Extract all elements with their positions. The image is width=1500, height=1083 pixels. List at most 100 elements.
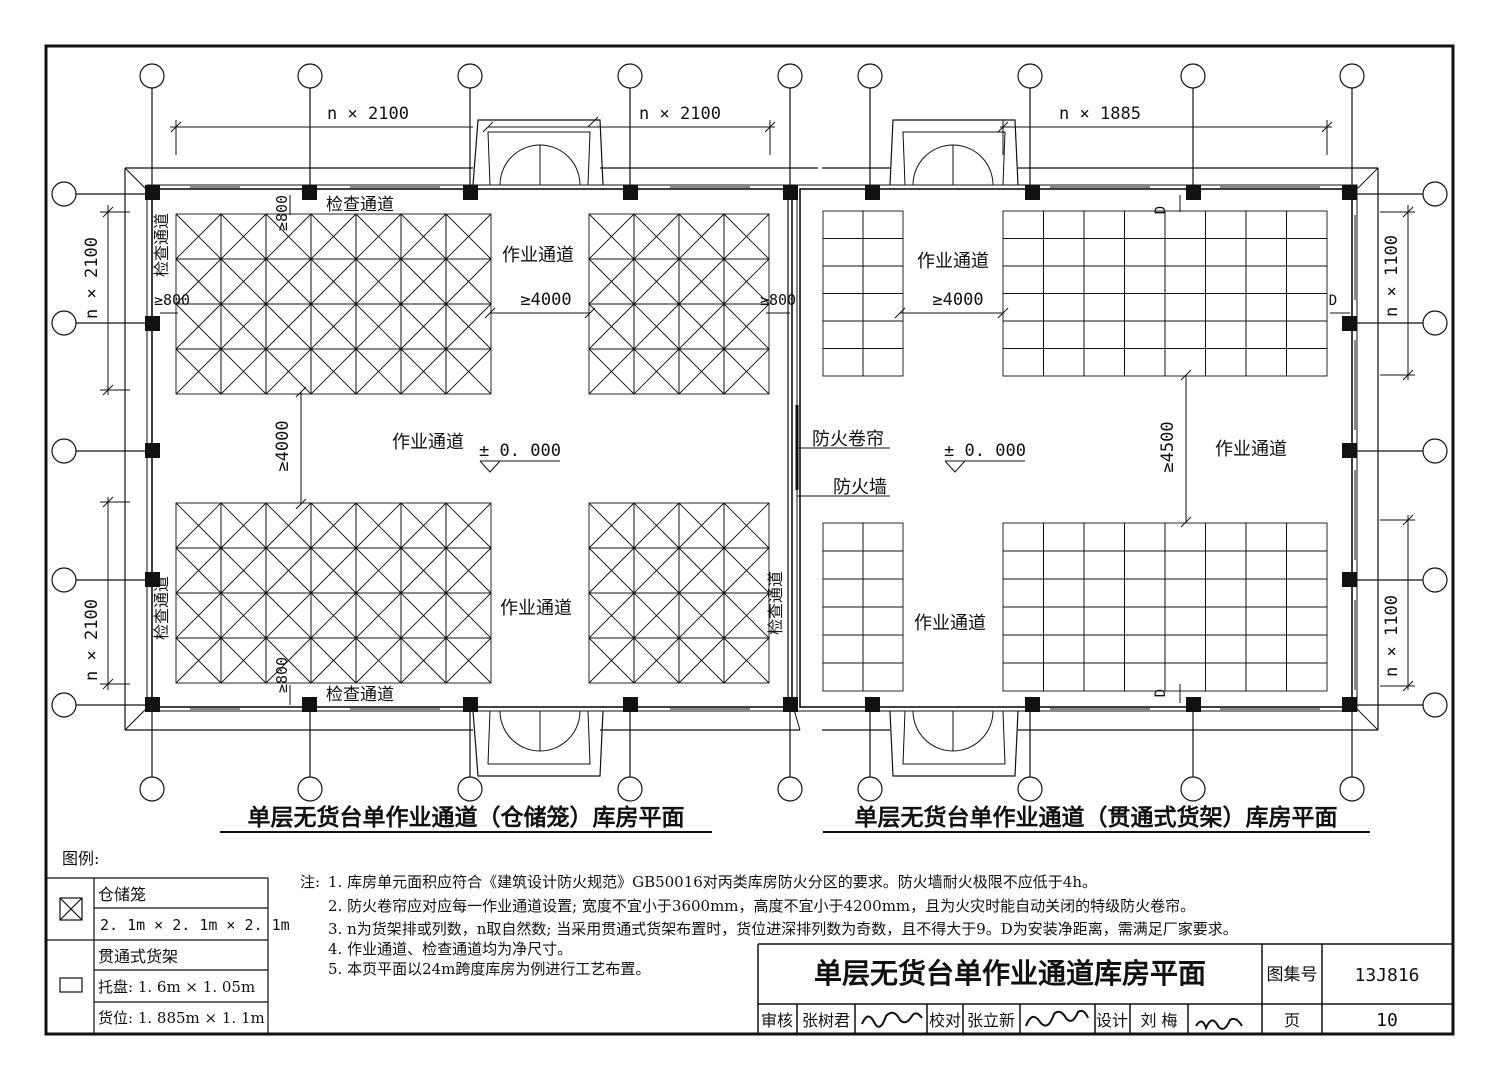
cage-cross [588, 502, 635, 549]
rack-cell [1164, 550, 1206, 580]
cage-cross [445, 502, 492, 549]
rack-cell [1124, 348, 1166, 377]
cage-cross [678, 502, 725, 549]
rack-cell [1043, 522, 1085, 552]
cage-cross [265, 502, 312, 549]
cage-cross [633, 258, 680, 305]
cage-cross [310, 637, 357, 684]
cage-cross [175, 547, 222, 594]
legend-box [46, 877, 269, 1034]
legend-cage-size: 2. 1m × 2. 1m × 2. 1m [100, 916, 290, 934]
rack-cell [1043, 578, 1085, 608]
cage-cross [355, 213, 402, 260]
cage-cross [678, 637, 725, 684]
rack-cell [1286, 606, 1328, 636]
cage-cross [175, 592, 222, 639]
cage-cross [175, 637, 222, 684]
cage-cross [265, 637, 312, 684]
right-plan [787, 119, 1379, 777]
aisle-label: 作业通道 [914, 613, 986, 634]
cage-cross [265, 547, 312, 594]
cage-cross [355, 547, 402, 594]
rack-cell [822, 293, 864, 322]
inspect-aisle-label: 检查通道 [152, 576, 171, 640]
rack-cell [862, 348, 904, 377]
rack-cell [1164, 578, 1206, 608]
cage-cell [723, 348, 770, 395]
cage-cross [220, 258, 267, 305]
cage-cross [220, 348, 267, 395]
rack-cell [1164, 238, 1206, 267]
cage-cross [588, 637, 635, 684]
rack-cell [1083, 522, 1125, 552]
d-mark: D [1153, 206, 1169, 214]
rack-cell [1002, 634, 1044, 664]
right-plan-title: 单层无货台单作业通道（贯通式货架）库房平面 [855, 804, 1338, 831]
note-line: 2. 防火卷帘应对应每一作业通道设置; 宽度不宜小于3600mm，高度不宜小于4… [328, 897, 1196, 915]
cage-cross [175, 502, 222, 549]
rack-cell [862, 238, 904, 267]
rack-cell [1124, 522, 1166, 552]
rack-cell [1043, 348, 1085, 377]
rack-cell [1083, 210, 1125, 239]
notes-prefix: 注: [300, 873, 321, 891]
dim-800: ≥800 [760, 291, 796, 309]
dim-800: ≥800 [273, 195, 291, 231]
rack-cell [822, 210, 864, 239]
cage-cross [310, 258, 357, 305]
dim-side-top: n × 2100 [82, 237, 102, 319]
rack-cell [1043, 634, 1085, 664]
rack-cell [822, 522, 864, 552]
rack-cell [1002, 578, 1044, 608]
cage-cross [310, 348, 357, 395]
cage-cross [445, 592, 492, 639]
cage-cross [400, 258, 447, 305]
cage-cross [723, 592, 770, 639]
rack-cell [1083, 293, 1125, 322]
rack-cell [1245, 662, 1287, 692]
rack-cell [1245, 238, 1287, 267]
legend-cage-name: 仓储笼 [98, 885, 146, 904]
rack-cell [1205, 606, 1247, 636]
cage-cross [355, 348, 402, 395]
rack-cell [1164, 522, 1206, 552]
rack-cell [1002, 320, 1044, 349]
left-axis-bubbles [51, 63, 803, 802]
cage-cross [310, 502, 357, 549]
rack-cell [1205, 522, 1247, 552]
signatures [861, 1009, 1243, 1031]
cage-cross [633, 502, 680, 549]
cage-cross [678, 592, 725, 639]
note-line: 4. 作业通道、检查通道均为净尺寸。 [328, 940, 573, 958]
legend-rack-pallet: 托盘: 1. 6m × 1. 05m [98, 978, 255, 996]
cage-cross [633, 547, 680, 594]
dim-side-top: n × 1100 [1382, 235, 1402, 317]
rack-cell [1205, 265, 1247, 294]
inspect-aisle-label: 检查通道 [152, 213, 171, 277]
rack-cell [1286, 320, 1328, 349]
cage-cross [265, 258, 312, 305]
dim-top-left: n × 2100 [327, 104, 409, 124]
cage-cross [633, 213, 680, 260]
cage-cross [355, 303, 402, 350]
cage-cross [678, 303, 725, 350]
rack-cell [862, 522, 904, 552]
rack-cell [1124, 265, 1166, 294]
level-symbols [479, 460, 1025, 473]
reviewer-name: 张树君 [802, 1011, 850, 1030]
cage-cross [400, 213, 447, 260]
rack-cell [1164, 210, 1206, 239]
cage-cross [588, 258, 635, 305]
rack-cell [1124, 662, 1166, 692]
cage-cross [310, 213, 357, 260]
cage-cell [445, 348, 492, 395]
rack-cell [1002, 550, 1044, 580]
cage-cross [175, 213, 222, 260]
rack-cell [862, 578, 904, 608]
cage-cross [310, 303, 357, 350]
cage-cross [265, 592, 312, 639]
rack-cell [822, 238, 864, 267]
rack-cell [1205, 634, 1247, 664]
fire-wall-label: 防火墙 [833, 477, 887, 498]
cage-cross [445, 348, 492, 395]
